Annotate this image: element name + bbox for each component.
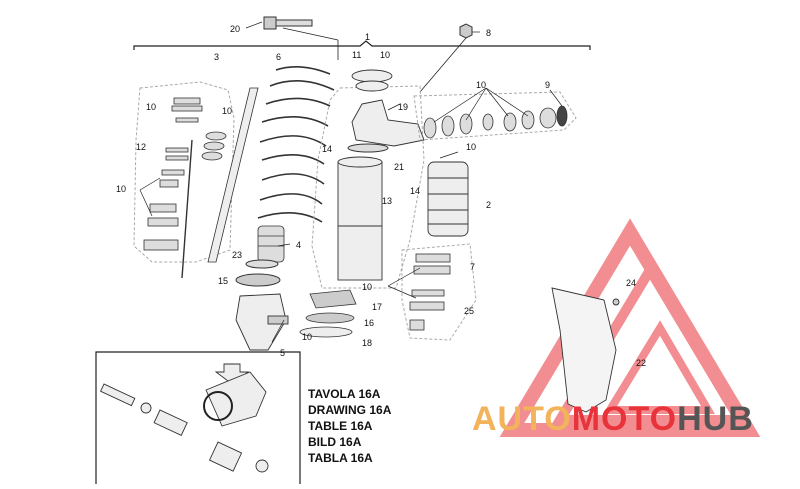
mudguard bbox=[551, 287, 620, 413]
callout-1: 1 bbox=[365, 32, 370, 42]
bump-stop bbox=[257, 225, 285, 263]
assembly-bracket bbox=[133, 40, 591, 50]
callout-23: 23 bbox=[232, 250, 242, 260]
callout-12: 12 bbox=[136, 142, 146, 152]
ref-row-3: BILD 16A bbox=[308, 435, 362, 449]
callout-10a: 10 bbox=[146, 102, 156, 112]
valve-stack-left bbox=[143, 97, 203, 251]
reference-table: TAVOLA 16A DRAWING 16A TABLE 16A BILD 16… bbox=[308, 386, 391, 466]
ref-row-0: TAVOLA 16A bbox=[308, 387, 381, 401]
reservoir-parts bbox=[423, 105, 568, 139]
nut-8 bbox=[459, 23, 473, 39]
callout-4: 4 bbox=[296, 240, 301, 250]
ref-row-4: TABLA 16A bbox=[308, 451, 373, 465]
callout-19: 19 bbox=[398, 102, 408, 112]
bolt-20 bbox=[263, 16, 313, 30]
watermark-text: AUTOMOTOHUB bbox=[472, 400, 754, 438]
callout-11: 11 bbox=[352, 50, 361, 60]
callout-10g: 10 bbox=[362, 282, 372, 292]
callout-10e: 10 bbox=[476, 80, 486, 90]
callout-10f: 10 bbox=[466, 142, 476, 152]
callout-10d: 10 bbox=[380, 50, 390, 60]
ref-row-2: TABLE 16A bbox=[308, 419, 373, 433]
damper-body bbox=[337, 156, 383, 281]
lower-clevis bbox=[235, 293, 289, 351]
callout-9: 9 bbox=[545, 80, 550, 90]
callout-17: 17 bbox=[372, 302, 382, 312]
callout-16: 16 bbox=[364, 318, 374, 328]
callout-15: 15 bbox=[218, 276, 228, 286]
callout-10c: 10 bbox=[116, 184, 126, 194]
callout-14b: 14 bbox=[410, 186, 420, 196]
callout-10b: 10 bbox=[222, 106, 232, 116]
callout-5: 5 bbox=[280, 348, 285, 358]
callout-22: 22 bbox=[636, 358, 646, 368]
callout-25: 25 bbox=[464, 306, 474, 316]
callout-18: 18 bbox=[362, 338, 372, 348]
damper-head bbox=[351, 69, 425, 147]
callout-21: 21 bbox=[394, 162, 404, 172]
callout-24: 24 bbox=[626, 278, 636, 288]
inset-frame bbox=[95, 351, 301, 484]
callout-13: 13 bbox=[382, 196, 392, 206]
callout-10h: 10 bbox=[302, 332, 312, 342]
callout-3: 3 bbox=[214, 52, 219, 62]
callout-6: 6 bbox=[276, 52, 281, 62]
callout-20: 20 bbox=[230, 24, 240, 34]
callout-2: 2 bbox=[486, 200, 491, 210]
damper-rod bbox=[207, 87, 259, 263]
coil-spring bbox=[257, 66, 335, 223]
ref-row-1: DRAWING 16A bbox=[308, 403, 392, 417]
inset-parts bbox=[100, 363, 269, 473]
callout-14a: 14 bbox=[322, 144, 332, 154]
callout-7: 7 bbox=[470, 262, 475, 272]
bladder bbox=[427, 161, 469, 237]
callout-8: 8 bbox=[486, 28, 491, 38]
